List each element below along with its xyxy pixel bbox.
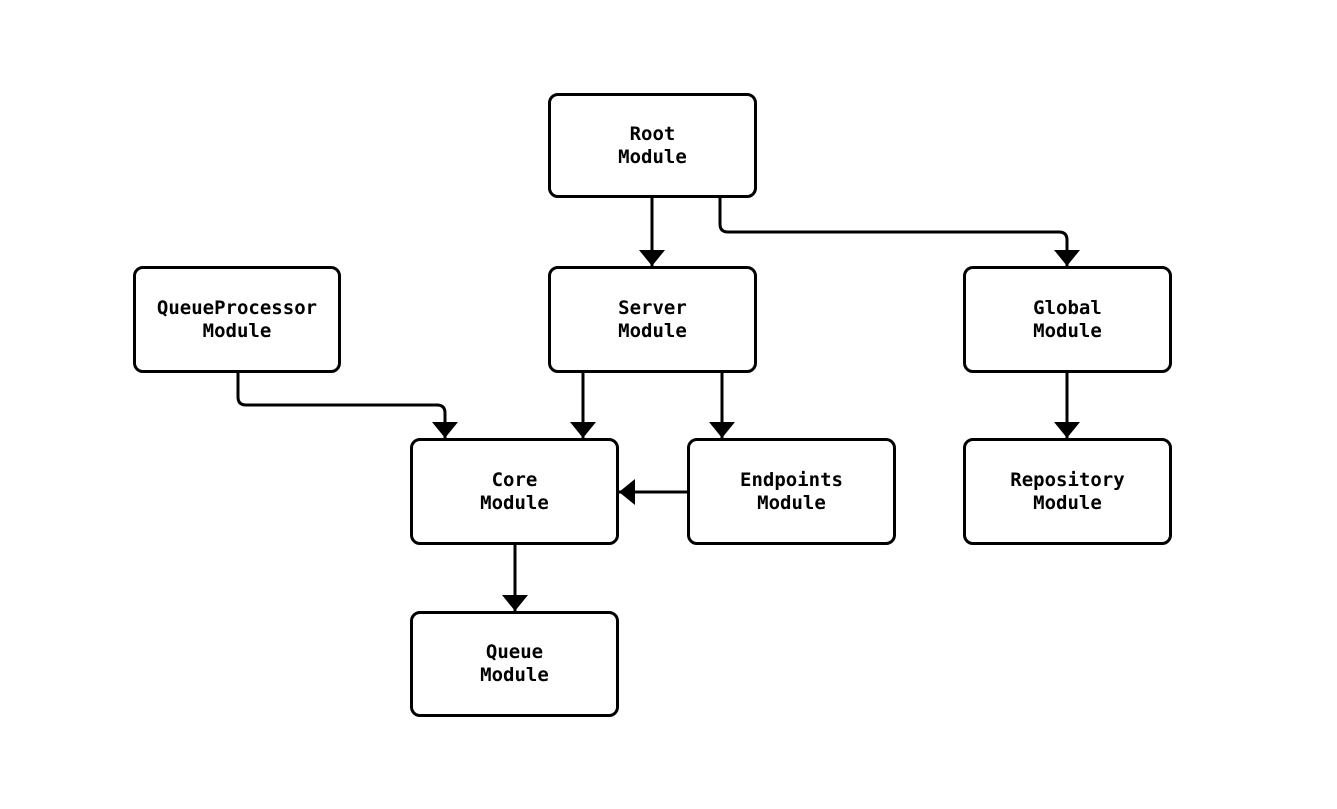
node-label: Core Module <box>480 468 549 514</box>
edge-root-to-global <box>718 198 1080 266</box>
node-root-module: Root Module <box>548 93 757 198</box>
node-label: Root Module <box>618 122 687 168</box>
node-label: QueueProcessor Module <box>156 296 318 342</box>
node-core-module: Core Module <box>410 438 619 545</box>
node-label: Repository Module <box>1010 468 1125 514</box>
node-repository-module: Repository Module <box>963 438 1172 545</box>
node-queueprocessor-module: QueueProcessor Module <box>133 266 341 373</box>
edge-layer <box>236 198 1080 611</box>
node-global-module: Global Module <box>963 266 1172 373</box>
node-server-module: Server Module <box>548 266 757 373</box>
node-label: Server Module <box>618 296 687 342</box>
edge-queueprocessor-to-core <box>236 373 458 438</box>
node-endpoints-module: Endpoints Module <box>687 438 896 545</box>
node-label: Endpoints Module <box>740 468 843 514</box>
node-queue-module: Queue Module <box>410 611 619 717</box>
node-label: Queue Module <box>480 641 549 686</box>
node-label: Global Module <box>1033 296 1102 342</box>
